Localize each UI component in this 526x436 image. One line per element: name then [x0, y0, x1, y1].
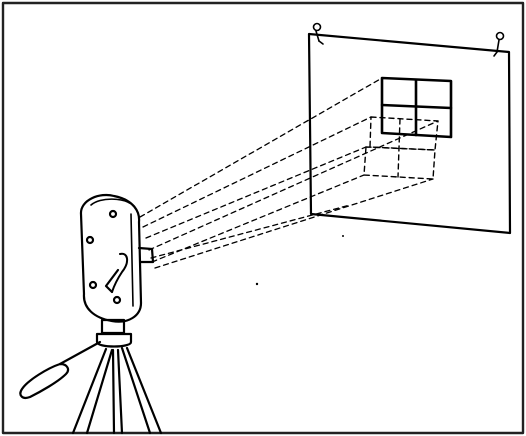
projected-grid: [364, 117, 438, 179]
camera-body: [81, 195, 153, 322]
print-specks: [256, 235, 344, 285]
target-grid: [382, 78, 451, 137]
tripod: [20, 320, 161, 433]
